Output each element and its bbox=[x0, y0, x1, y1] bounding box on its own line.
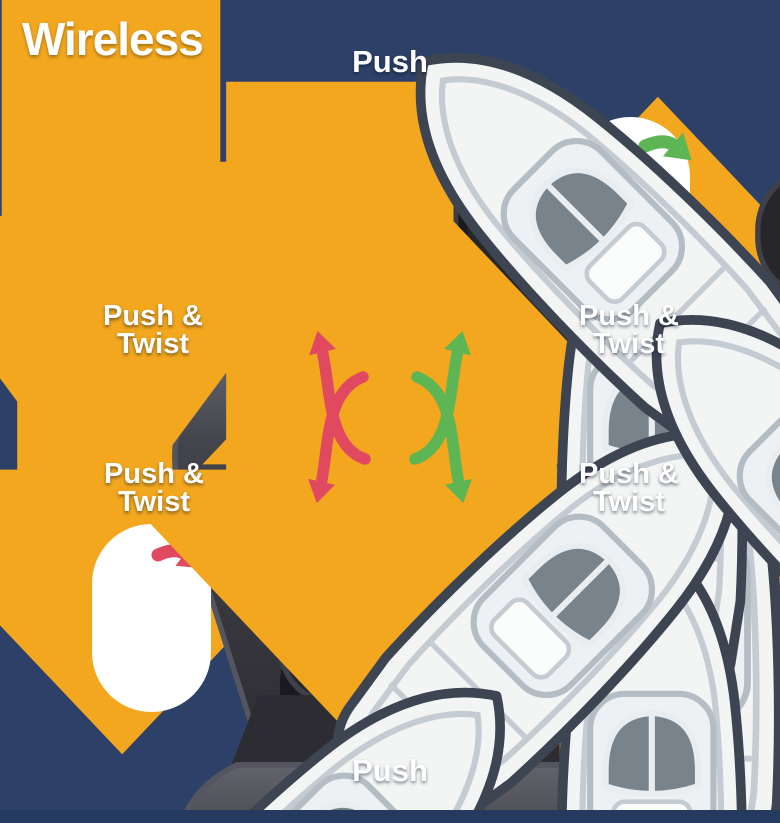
move-backward-right-arrow-icon bbox=[411, 371, 472, 504]
page-title: Wireless bbox=[22, 13, 204, 65]
label-line: Twist bbox=[593, 328, 665, 360]
bottom-edge-strip bbox=[0, 810, 780, 823]
label-line: Push & bbox=[579, 300, 679, 332]
label-push-twist-bottom-right: Push & Twist bbox=[579, 458, 679, 518]
move-backward-left-arrow-icon bbox=[308, 371, 369, 504]
label-push-twist-top-left: Push & Twist bbox=[103, 300, 203, 360]
twist-right-arrow-icon bbox=[638, 132, 692, 161]
label-push-twist-bottom-left: Push & Twist bbox=[104, 458, 204, 518]
label-line: Push & bbox=[103, 300, 203, 332]
label-line: Twist bbox=[117, 328, 189, 360]
remote-backdrop bbox=[92, 524, 211, 712]
label-push-forward: Push bbox=[352, 44, 428, 79]
label-push-twist-top-right: Push & Twist bbox=[579, 300, 679, 360]
label-line: Twist bbox=[118, 486, 190, 518]
label-line: Push & bbox=[579, 458, 679, 490]
label-line: Push & bbox=[104, 458, 204, 490]
label-line: Twist bbox=[593, 486, 665, 518]
label-push-backward: Push bbox=[352, 753, 428, 788]
